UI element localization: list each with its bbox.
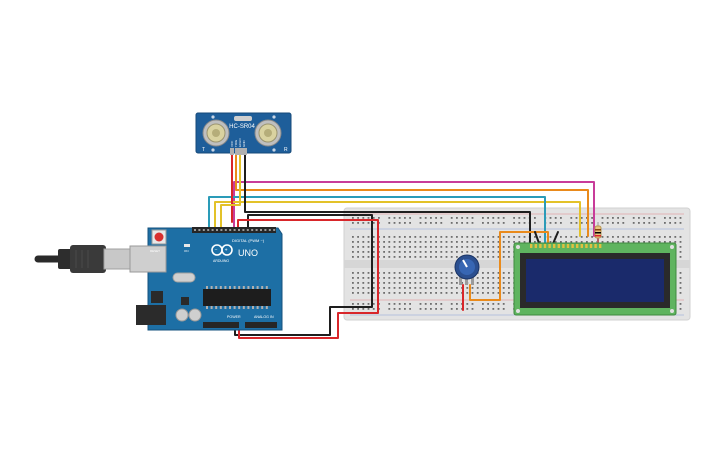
arduino-logo-icon: − + (211, 244, 233, 256)
capacitor (188, 308, 202, 322)
power-header (203, 322, 239, 328)
power-label: POWER (227, 315, 241, 319)
analog-header (245, 322, 277, 328)
potentiometer-icon[interactable] (454, 254, 480, 285)
lcd-pins (530, 244, 602, 248)
wire-black-top[interactable] (247, 214, 373, 233)
receiver-icon (254, 119, 282, 147)
sensor-pin-echo: ECHO (238, 138, 242, 147)
wire-yellow[interactable] (214, 201, 581, 237)
on-label: ON (184, 249, 189, 253)
lcd-display[interactable] (513, 242, 677, 316)
reset-label: RESET (150, 249, 160, 253)
svg-text:+: + (225, 248, 228, 254)
svg-text:−: − (215, 248, 218, 254)
resistor-icon (594, 222, 602, 246)
analog-label: ANALOG IN (254, 315, 274, 319)
sensor-pin-gnd: GND (242, 140, 246, 148)
usb-cable-icon (34, 245, 133, 273)
sensor-right-mark: R (284, 147, 288, 153)
digital-label: DIGITAL (PWM ~) (232, 238, 265, 243)
wire-black-bottom[interactable] (234, 299, 373, 336)
brand-label: ARDUINO (213, 259, 229, 263)
ultrasonic-sensor[interactable]: HC-SR04 T R VCC TRIG ECHO GND (195, 112, 292, 155)
board-label: UNO (238, 248, 258, 258)
crystal (172, 272, 196, 283)
lcd-screen (526, 259, 664, 302)
sensor-pin-trig: TRIG (234, 139, 238, 147)
wire-orange-sensor[interactable] (235, 154, 589, 237)
wire-teal[interactable] (208, 196, 546, 247)
wire-pot-orange[interactable] (469, 231, 549, 301)
arduino-uno-board[interactable]: RESET DIGITAL (PWM ~) − + UNO ARDUINO ON (129, 227, 283, 331)
wire-red-bottom[interactable] (238, 299, 379, 339)
atmega-chip (203, 286, 271, 309)
sensor-pin-vcc: VCC (230, 140, 234, 147)
reset-button[interactable] (151, 229, 167, 245)
capacitor (175, 308, 189, 322)
transmitter-icon (202, 119, 230, 147)
sensor-left-mark: T (202, 147, 205, 153)
sensor-pins (230, 148, 247, 155)
wire-sensor-black[interactable] (244, 154, 531, 247)
power-jack (136, 305, 166, 325)
usb-port (129, 245, 167, 273)
wire-sensor-yellow[interactable] (220, 154, 241, 229)
sensor-model-label: HC-SR04 (229, 124, 255, 130)
wire-red-top[interactable] (237, 219, 379, 233)
